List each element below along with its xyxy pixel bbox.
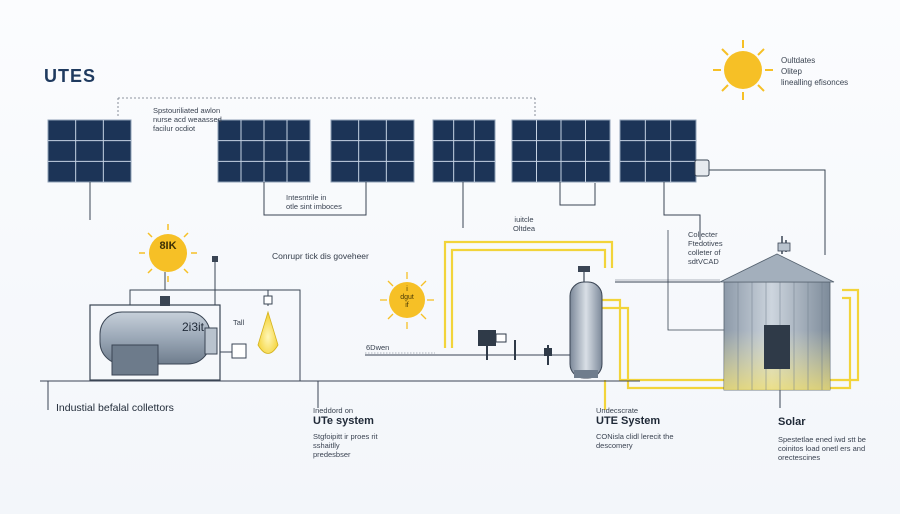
mid-sun — [380, 272, 434, 329]
section-a: Ineddord on UTe system Stgfoipitt ir pro… — [313, 406, 378, 459]
mid-sun-label-line: i — [406, 286, 408, 293]
solar-panel-array — [47, 119, 697, 183]
collector-lead — [667, 230, 730, 331]
pipe-annotation: iuitcle Oltdea — [500, 215, 548, 233]
storage-cylinder — [569, 266, 603, 379]
middle-annotation: Intesntrile in otle sint imboces — [286, 193, 342, 211]
section-c: Solar Spestetlae ened iwd stt be coinito… — [778, 416, 900, 462]
solar-panel — [432, 119, 496, 183]
diagram-title: UTES — [44, 66, 97, 86]
middle-annotation-line: otle sint imboces — [286, 202, 342, 211]
boiler-assembly — [89, 256, 301, 381]
mid-sun-label-line: dgut — [400, 294, 414, 301]
collector-annotation-line: Collecter — [688, 230, 718, 239]
pipe-label: 6Dwen — [366, 343, 390, 352]
panel-annotation: Spstouriliated awlon nurse acd weaassed … — [153, 106, 222, 133]
section-c-line: Spestetlae ened iwd stt be — [778, 435, 866, 444]
boiler-badge-label: 8IK — [159, 240, 177, 252]
section-b-kicker: Undecscrate — [596, 406, 639, 415]
panel-connection-lines — [89, 169, 826, 255]
collector-annotation-line: colleter of — [688, 248, 721, 257]
pipe-annotation-line: Oltdea — [512, 224, 536, 233]
section-c-line: coinitos load onetl ers and orectescines — [778, 444, 866, 462]
section-b: Undecscrate UTE System CONisla clidl ler… — [596, 406, 674, 450]
sun-annotation-line: linealling efisonces — [781, 78, 849, 87]
middle-annotation-line: Intesntrile in — [286, 193, 327, 202]
collector-annotation-line: Ftedotives — [688, 239, 723, 248]
top-sun — [713, 40, 773, 100]
conversion-label: Conrupr tick dis goveheer — [272, 251, 369, 261]
section-b-heading: UTE System — [596, 415, 661, 427]
sun-annotation-line: Olitep — [781, 67, 802, 76]
bulb-label: Tall — [233, 318, 245, 327]
left-section-heading: Industial befalal collettors — [56, 402, 174, 414]
mid-sun-label: i dgut if — [392, 286, 422, 310]
section-b-line: descomery — [596, 441, 633, 450]
section-a-kicker: Ineddord on — [313, 406, 354, 415]
section-a-line: sshaitlly — [313, 441, 340, 450]
panel-annotation-line: Spstouriliated awlon — [153, 106, 221, 115]
pipe-valve-cluster — [365, 330, 570, 365]
mid-sun-label-line: if — [405, 302, 409, 309]
collector-annotation-line: sdtVCAD — [688, 257, 719, 266]
section-b-line: CONisla clidl lerecit the — [596, 432, 674, 441]
tank-label: 2i3it — [182, 320, 205, 334]
boiler-sun-badge — [139, 224, 197, 282]
solar-panel — [330, 119, 415, 183]
solar-panel — [47, 119, 132, 183]
junction-box — [694, 159, 710, 177]
sun-annotation: Oultdates Olitep linealling efisonces — [781, 55, 848, 88]
section-a-heading: UTe system — [313, 415, 374, 427]
sun-annotation-line: Oultdates — [781, 56, 816, 65]
storage-silo — [719, 236, 835, 391]
panel-annotation-line: facilur ocdiot — [153, 124, 196, 133]
solar-panel — [619, 119, 697, 183]
pipe-annotation-line: iuitcle — [514, 215, 534, 224]
panel-annotation-line: nurse acd weaassed — [153, 115, 222, 124]
section-a-line: Stgfoipitt ir proes rit — [313, 432, 378, 441]
section-a-line: predesbser — [313, 450, 351, 459]
collector-annotation: Collecter Ftedotives colleter of sdtVCAD — [688, 230, 723, 266]
section-c-heading: Solar — [778, 416, 806, 428]
